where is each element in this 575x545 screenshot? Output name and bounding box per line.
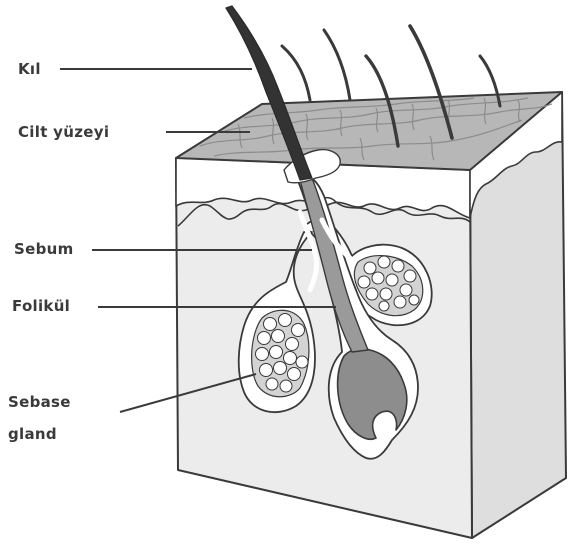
label-skin-surface: Cilt yüzeyi	[18, 123, 109, 141]
label-sebum: Sebum	[14, 240, 74, 258]
label-hair: Kıl	[18, 60, 41, 78]
label-sebaceous-gland-line1: Sebase	[8, 393, 71, 411]
label-follicle: Folikül	[12, 297, 70, 315]
label-sebaceous-gland-line2: gland	[8, 425, 57, 443]
